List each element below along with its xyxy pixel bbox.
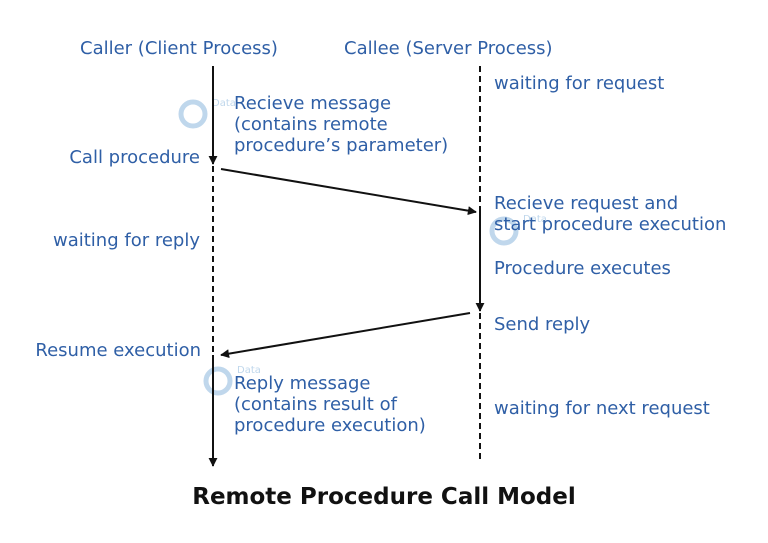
svg-text:Data: Data <box>237 365 261 376</box>
waiting-for-request-label: waiting for request <box>494 73 664 94</box>
reply-message-label-line-1: Reply message <box>234 373 370 394</box>
caller-heading: Caller (Client Process) <box>80 38 278 59</box>
receive-message-label-line-2: (contains remote <box>234 114 388 135</box>
callee-heading: Callee (Server Process) <box>344 38 553 59</box>
watermark-logo-top: Data <box>178 98 236 129</box>
svg-text:Data: Data <box>523 214 547 225</box>
resume-execution-label: Resume execution <box>35 340 201 361</box>
send-reply-label: Send reply <box>494 314 591 335</box>
watermark-logo-bottom: Data <box>203 365 261 396</box>
receive-message-label-line-3: procedure’s parameter) <box>234 135 448 156</box>
request-message-arrow <box>220 168 477 216</box>
receive-message-label-line-1: Recieve message <box>234 93 391 114</box>
svg-text:Data: Data <box>212 98 236 109</box>
reply-message-arrow <box>220 312 471 359</box>
procedure-executes-label: Procedure executes <box>494 258 671 279</box>
reply-message-label-line-3: procedure execution) <box>234 415 426 436</box>
diagram-title: Remote Procedure Call Model <box>192 484 576 510</box>
receive-request-label-line-1: Recieve request and <box>494 193 678 214</box>
receive-request-label-line-2: start procedure execution <box>494 214 726 235</box>
waiting-for-reply-label: waiting for reply <box>53 230 200 251</box>
call-procedure-label: Call procedure <box>69 147 200 168</box>
reply-message-label-line-2: (contains result of <box>234 394 398 415</box>
watermark-logo-middle: Data <box>489 214 547 246</box>
waiting-for-next-request-label: waiting for next request <box>494 398 710 419</box>
